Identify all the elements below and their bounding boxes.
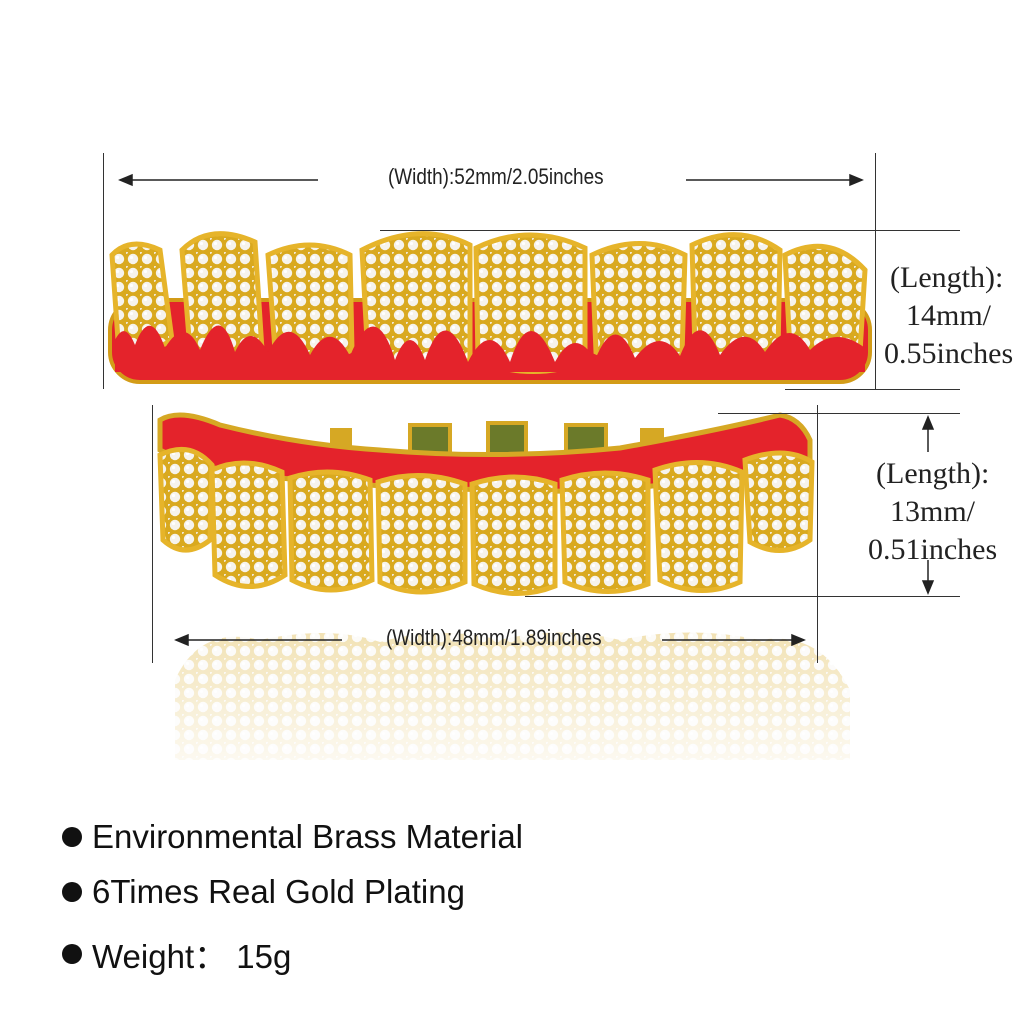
bottom-width-label: (Width):48mm/1.89inches: [386, 625, 602, 650]
bottom-length-inches: 0.51inches: [868, 533, 998, 566]
feature-item-material: Environmental Brass Material: [62, 818, 523, 856]
bullet-icon: [62, 882, 82, 902]
top-length-top-guide: [380, 230, 960, 231]
grillz-reflection: [150, 620, 870, 790]
feature-text: Environmental Brass Material: [92, 818, 523, 855]
top-length-bottom-guide: [785, 389, 960, 390]
top-width-left-guide: [103, 153, 104, 389]
bottom-grill: [157, 412, 815, 596]
bottom-width-left-guide: [152, 405, 153, 663]
top-length-mm: 14mm/: [906, 299, 992, 332]
bottom-length-mm: 13mm/: [890, 495, 976, 528]
bullet-icon: [62, 827, 82, 847]
top-width-label: (Width):52mm/2.05inches: [388, 164, 604, 189]
feature-text: Weight： 15g: [92, 938, 292, 975]
top-grill: [108, 231, 872, 384]
feature-item-plating: 6Times Real Gold Plating: [62, 873, 465, 911]
top-length-inches: 0.55inches: [884, 337, 1014, 370]
top-width-right-guide: [875, 153, 876, 389]
bottom-width-right-guide: [817, 405, 818, 663]
top-red-drips: [115, 325, 865, 372]
feature-item-weight: Weight： 15g: [62, 930, 291, 978]
bottom-length-label: (Length): 13mm/ 0.51inches: [868, 455, 997, 569]
feature-text: 6Times Real Gold Plating: [92, 873, 465, 910]
top-length-label: (Length): 14mm/ 0.55inches: [884, 259, 1013, 373]
bottom-length-bottom-guide: [525, 596, 960, 597]
top-length-title: (Length):: [890, 261, 1004, 294]
bottom-length-title: (Length):: [876, 457, 990, 490]
bottom-length-top-guide: [718, 413, 960, 414]
bottom-teeth: [157, 446, 815, 596]
bullet-icon: [62, 944, 82, 964]
